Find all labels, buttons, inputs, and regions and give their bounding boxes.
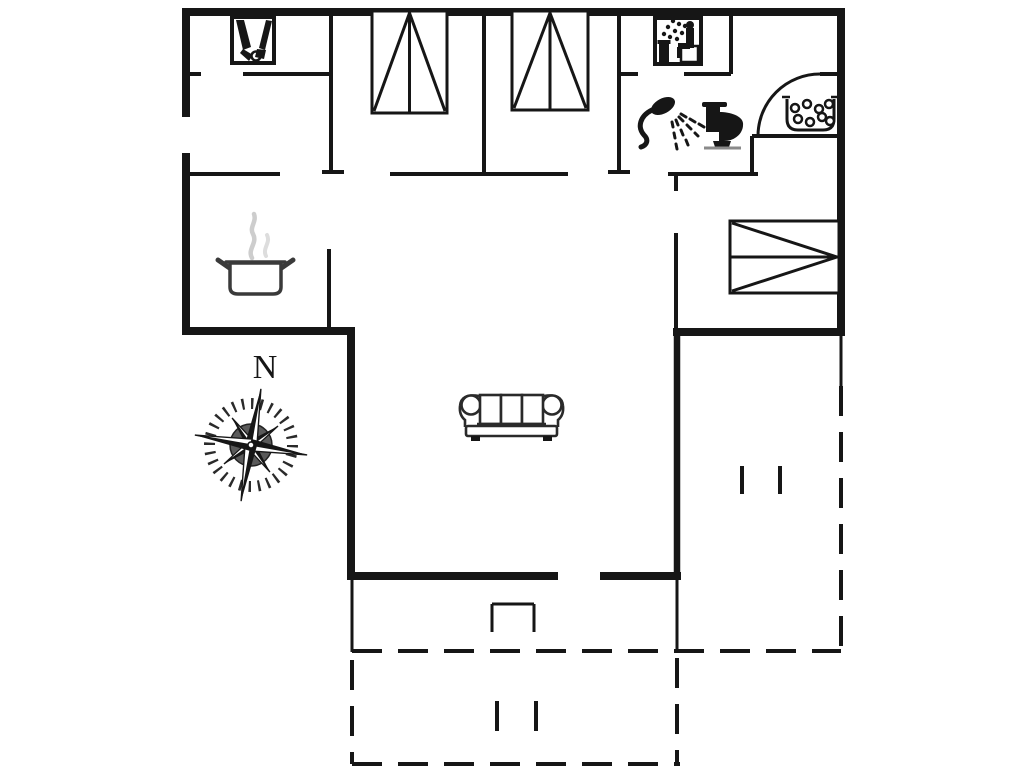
double-bed-2 [510, 9, 590, 112]
sauna-icon [653, 16, 703, 66]
shower-spray [670, 112, 706, 151]
terrace-marks [495, 466, 782, 731]
sofa [458, 393, 565, 441]
north-label: N [253, 349, 278, 386]
double-bed-1 [370, 9, 449, 115]
toilet-icon [702, 102, 744, 150]
terrace-structure [490, 602, 536, 632]
steam-wisp [263, 233, 270, 258]
shower-icon [637, 96, 706, 151]
door-arc [756, 72, 821, 137]
wardrobe-icon [230, 15, 276, 65]
whirlpool-icon [782, 95, 839, 132]
cooking-pot-icon [215, 211, 296, 296]
double-bed-3 [728, 219, 841, 295]
whirlpool-bubbles [789, 98, 836, 128]
terrace-outline [350, 386, 843, 766]
compass-rose: N [194, 349, 308, 502]
compass-cardinal-points [194, 388, 308, 502]
interior-walls [186, 12, 843, 652]
steam-wisp [248, 211, 257, 261]
